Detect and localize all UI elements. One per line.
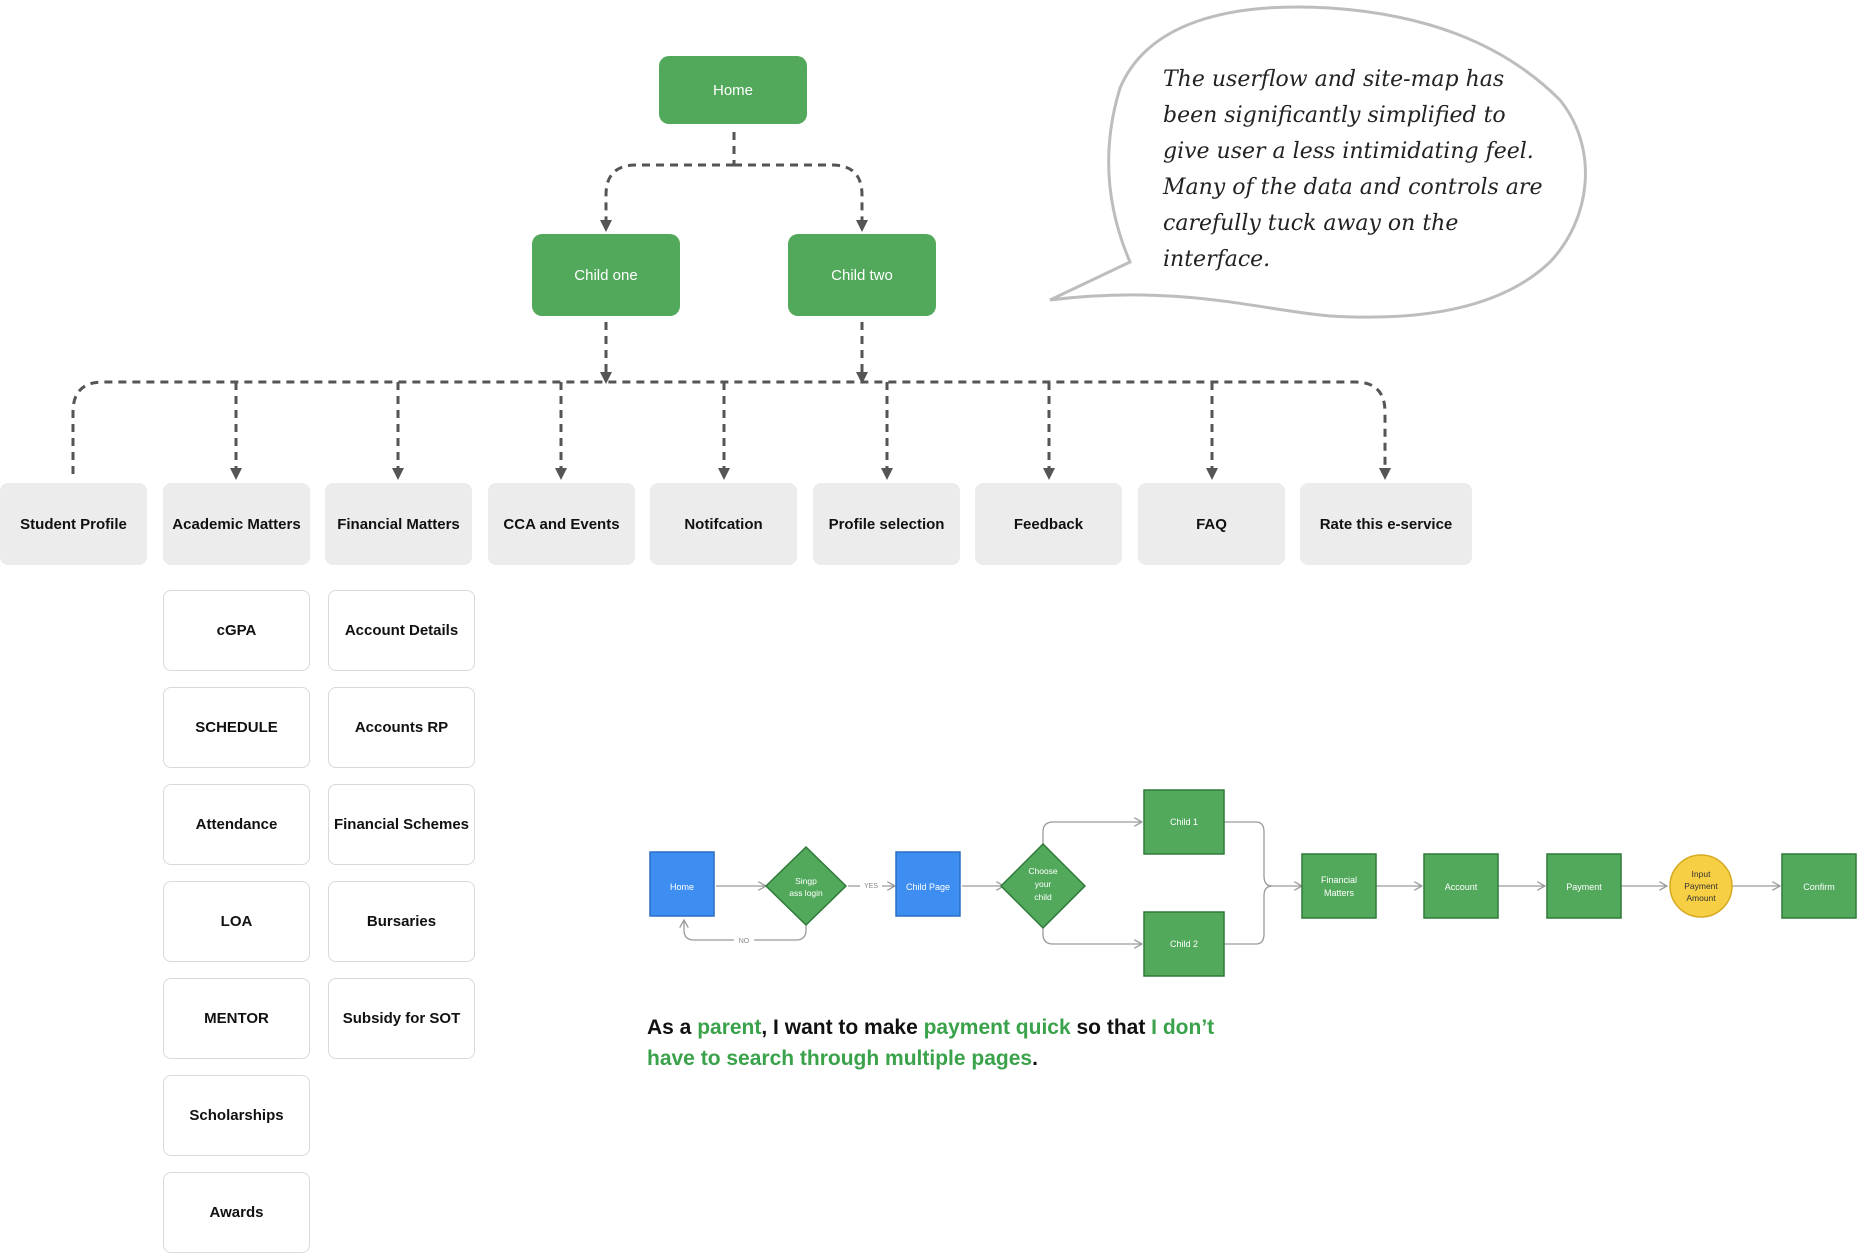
flow-child1-node[interactable] [1143,789,1225,855]
flow-account-label: Account [1445,882,1478,892]
story-highlight-payment: payment quick [923,1016,1071,1039]
callout-text: The userflow and site-map has been signi… [1163,67,1543,272]
financial-item-accounts-rp[interactable]: Accounts RP [328,687,475,768]
child-two-node[interactable]: Child two [788,234,936,316]
section-cca-events[interactable]: CCA and Events [488,483,635,565]
academic-item-attendance[interactable]: Attendance [163,784,310,865]
story-part-4: . [1032,1047,1038,1070]
academic-item-awards[interactable]: Awards [163,1172,310,1253]
story-part-2: , I want to make [761,1016,924,1039]
flow-login-diamond[interactable] [764,845,848,927]
financial-item-bursaries[interactable]: Bursaries [328,881,475,962]
story-highlight-parent: parent [697,1016,762,1039]
academic-item-loa[interactable]: LOA [163,881,310,962]
flow-confirm-label: Confirm [1803,882,1835,892]
flow-child2-node[interactable] [1143,911,1225,977]
academic-item-schedule[interactable]: SCHEDULE [163,687,310,768]
section-notification[interactable]: Notifcation [650,483,797,565]
flow-home-label: Home [670,882,694,892]
section-rate-eservice[interactable]: Rate this e-service [1300,483,1472,565]
financial-item-financial-schemes[interactable]: Financial Schemes [328,784,475,865]
flow-financial-node[interactable] [1301,853,1377,919]
flow-home-node[interactable] [649,851,715,917]
speech-bubble [1049,5,1587,319]
section-feedback[interactable]: Feedback [975,483,1122,565]
no-label: NO [739,938,750,945]
flow-payment-label: Payment [1566,882,1602,892]
financial-item-account-details[interactable]: Account Details [328,590,475,671]
flow-input-node[interactable] [1669,854,1733,918]
section-connectors [71,322,1391,480]
flow-choose-to-child2 [1042,928,1142,944]
section-academic-matters[interactable]: Academic Matters [163,483,310,565]
flow-child2-merge [1224,885,1273,945]
story-highlight-goal: I don’t have to search through multiple … [647,1016,1215,1070]
flow-confirm-node[interactable] [1781,853,1857,919]
child-one-node[interactable]: Child one [532,234,680,316]
yes-label-bg [860,877,882,891]
flow-child2-label: Child 2 [1170,939,1198,949]
academic-item-cgpa[interactable]: cGPA [163,590,310,671]
flow-childpage-node[interactable] [895,851,961,917]
flow-account-node[interactable] [1423,853,1499,919]
yes-label: YES [864,883,878,890]
user-story: As a parent, I want to make payment quic… [647,1012,1267,1074]
home-node[interactable]: Home [659,56,807,124]
flow-choose-diamond[interactable] [999,842,1087,930]
section-profile-selection[interactable]: Profile selection [813,483,960,565]
connector-home-child-two [734,163,868,232]
section-financial-matters[interactable]: Financial Matters [325,483,472,565]
flow-child1-merge [1224,821,1302,886]
home-connectors [600,132,868,232]
flow-childpage-label: Child Page [906,882,950,892]
userflow-connectors [684,822,1780,944]
flow-choose-to-child1 [1042,822,1142,844]
story-part-1: As a [647,1016,698,1039]
connector-home-child-one [600,163,734,232]
no-label-bg [734,933,754,947]
section-faq[interactable]: FAQ [1138,483,1285,565]
financial-item-subsidy-sot[interactable]: Subsidy for SOT [328,978,475,1059]
story-part-3: so that [1070,1016,1152,1039]
section-student-profile[interactable]: Student Profile [0,483,147,565]
section-bus [71,380,1391,480]
flow-payment-node[interactable] [1546,853,1622,919]
academic-item-mentor[interactable]: MENTOR [163,978,310,1059]
academic-item-scholarships[interactable]: Scholarships [163,1075,310,1156]
flow-child1-label: Child 1 [1170,817,1198,827]
